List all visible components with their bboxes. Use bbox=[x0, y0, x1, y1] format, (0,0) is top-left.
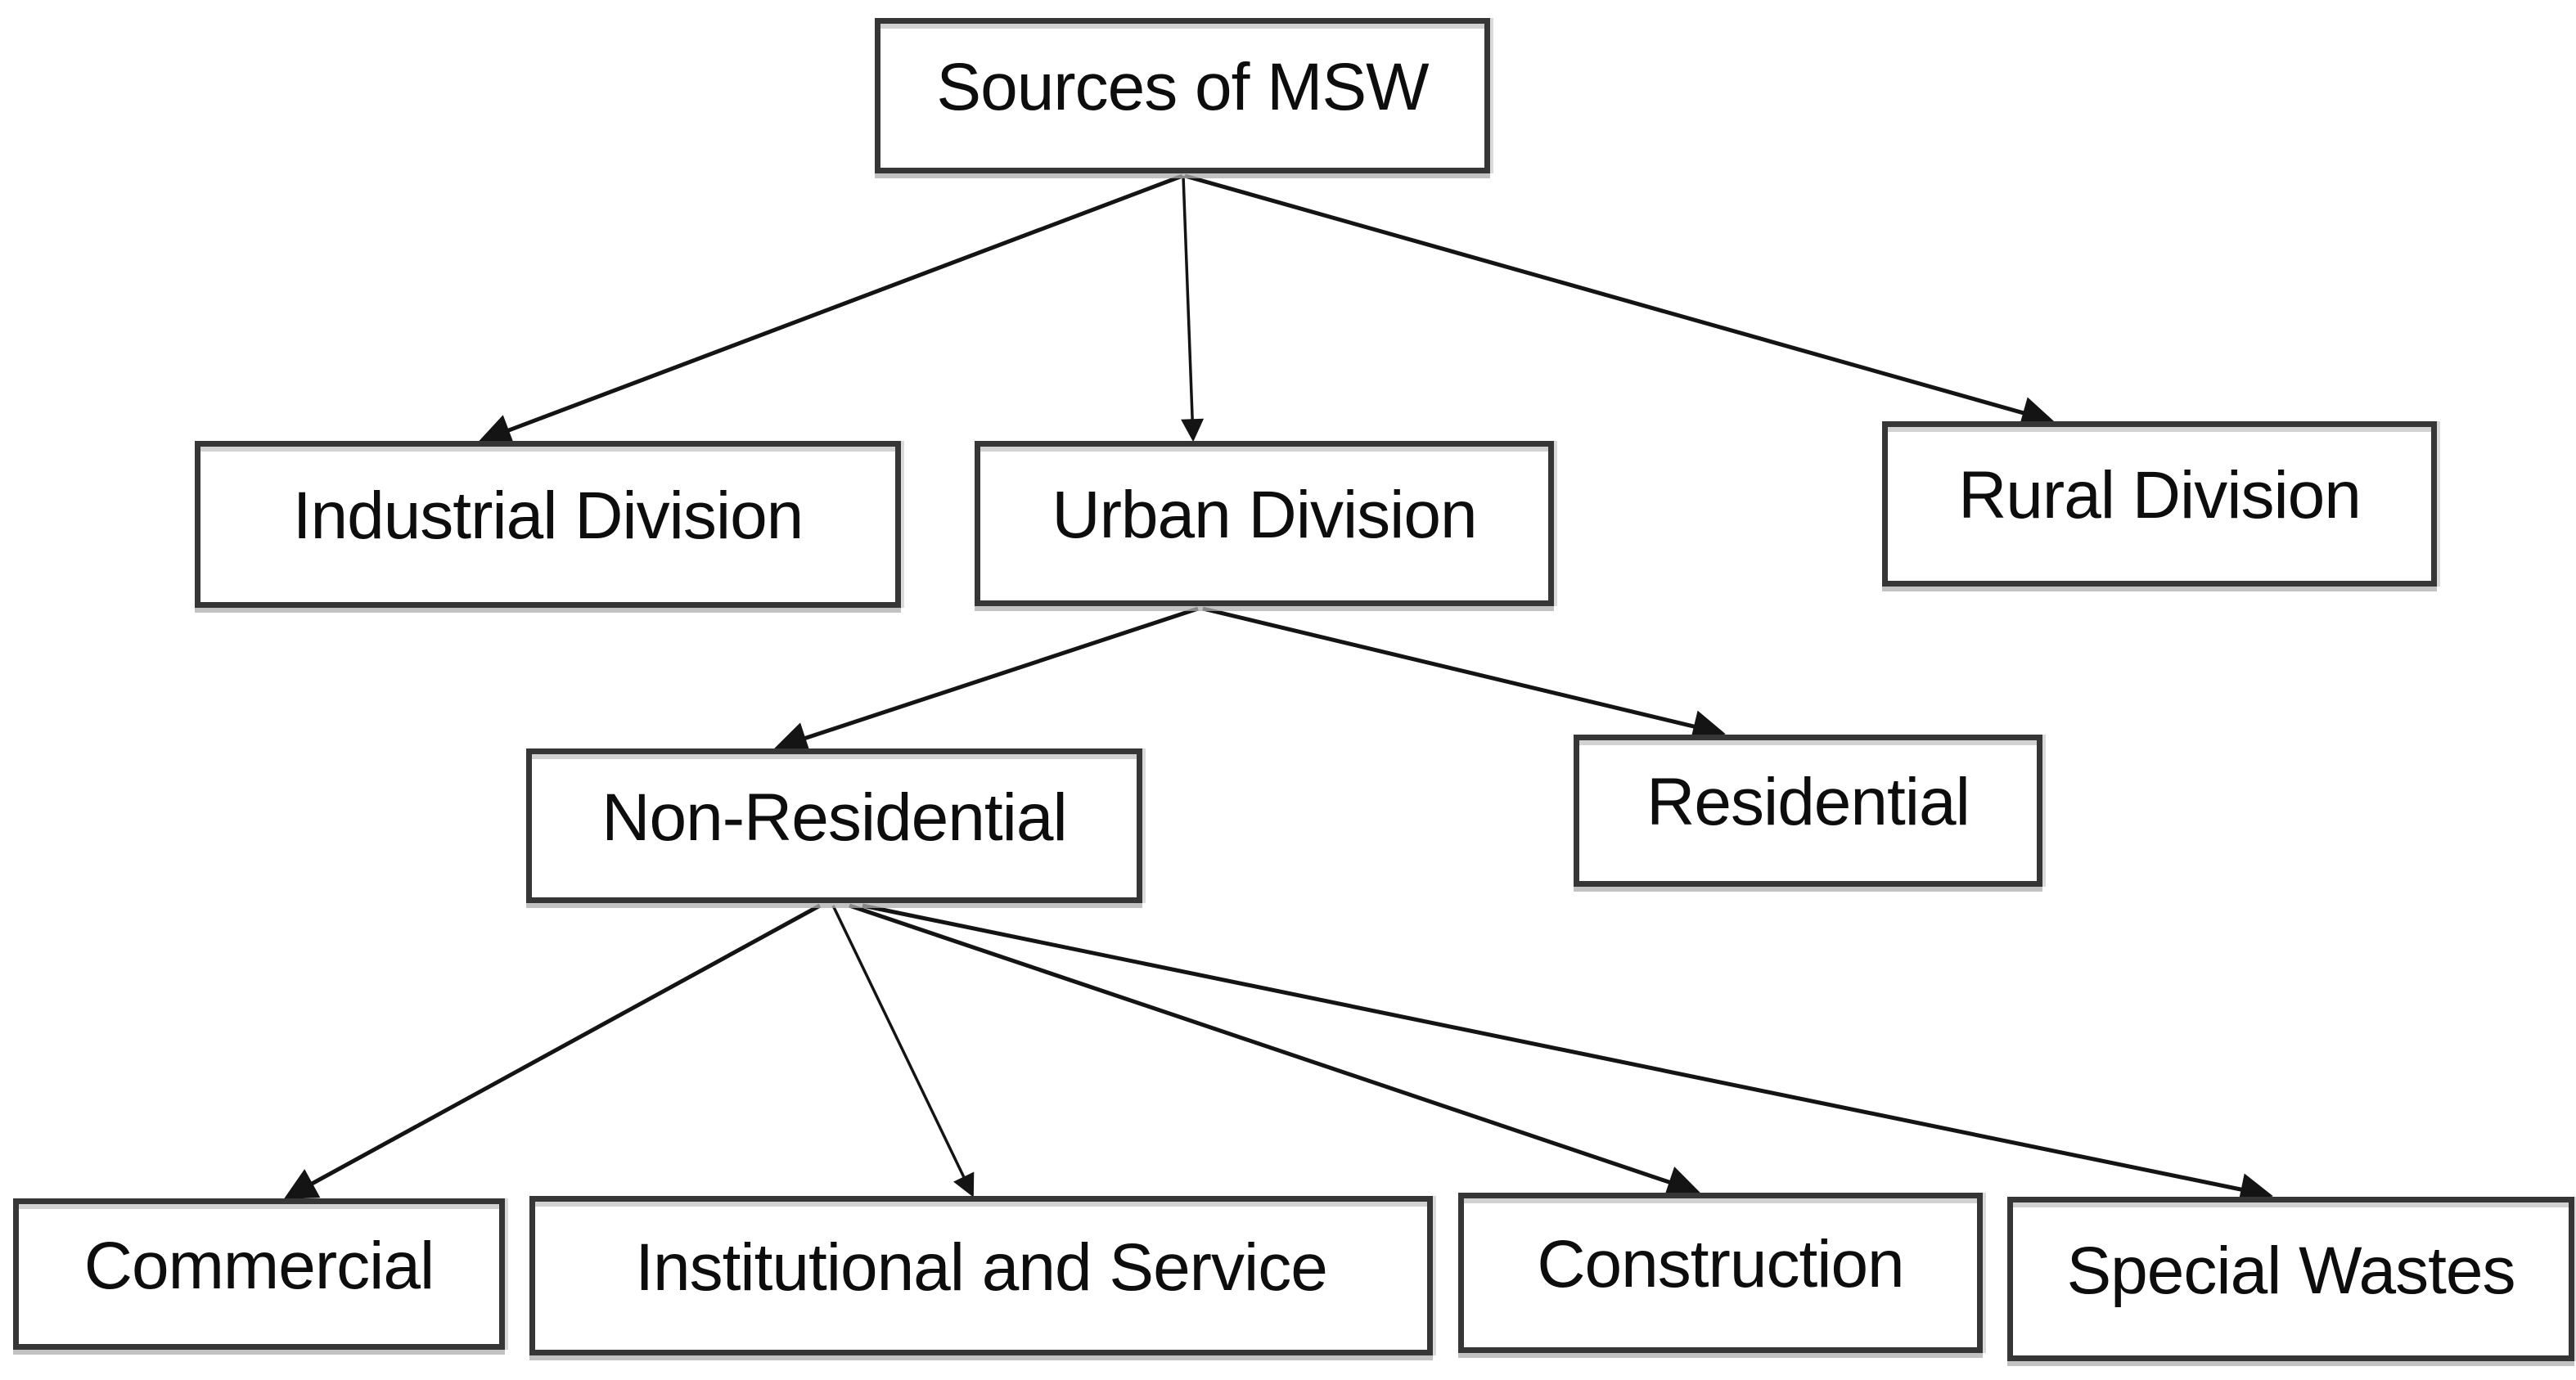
node-industrial-division: Industrial Division bbox=[195, 441, 901, 608]
node-label-commercial: Commercial bbox=[83, 1228, 435, 1303]
edge-sources-to-rural bbox=[1184, 173, 2055, 429]
node-construction: Construction bbox=[1458, 1193, 1983, 1353]
node-label-urban: Urban Division bbox=[1052, 478, 1477, 552]
node-label-industrial: Industrial Division bbox=[292, 479, 804, 553]
node-label-special: Special Wastes bbox=[2066, 1233, 2515, 1308]
node-non-residential: Non-Residential bbox=[526, 748, 1142, 903]
node-label-institutional: Institutional and Service bbox=[635, 1229, 1328, 1305]
edge-sources-to-industrial bbox=[478, 173, 1183, 446]
node-label-non-residential: Non-Residential bbox=[601, 780, 1067, 855]
node-label-residential: Residential bbox=[1646, 765, 1970, 839]
node-urban-division: Urban Division bbox=[975, 441, 1554, 606]
node-label-rural: Rural Division bbox=[1958, 458, 2362, 533]
edge-urban-to-residential bbox=[1202, 606, 1726, 743]
edge-urban-to-nonresidential bbox=[774, 606, 1199, 754]
node-rural-division: Rural Division bbox=[1882, 421, 2437, 587]
node-label-construction: Construction bbox=[1537, 1227, 1904, 1301]
node-residential: Residential bbox=[1574, 735, 2042, 887]
edge-sources-to-urban bbox=[1181, 175, 1205, 443]
edge-nonresidential-to-institutional bbox=[831, 905, 975, 1198]
edge-nonresidential-to-special bbox=[862, 903, 2273, 1206]
node-special-wastes: Special Wastes bbox=[2007, 1197, 2574, 1361]
node-commercial: Commercial bbox=[13, 1198, 505, 1350]
node-label-sources: Sources of MSW bbox=[936, 50, 1429, 124]
edge-nonresidential-to-commercial bbox=[283, 903, 822, 1199]
edge-nonresidential-to-construction bbox=[849, 903, 1700, 1198]
node-sources-of-msw: Sources of MSW bbox=[875, 18, 1490, 173]
node-institutional-and-service: Institutional and Service bbox=[529, 1196, 1433, 1355]
